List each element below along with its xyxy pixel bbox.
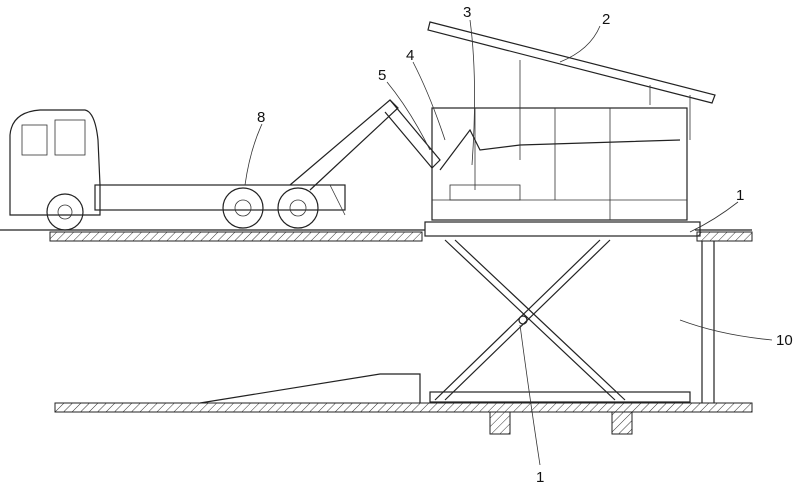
reference-label-1-lower: 1: [536, 469, 544, 486]
cover-panel: [427, 21, 716, 140]
reference-label-8: 8: [257, 109, 265, 126]
pit-floor: [54, 241, 753, 435]
scissor-lift: [424, 221, 701, 403]
reference-label-1-upper: 1: [736, 187, 744, 204]
reference-label-2: 2: [602, 11, 610, 28]
leader-lines: [244, 19, 773, 466]
hook-lift-truck: [9, 99, 441, 231]
container: [431, 60, 688, 221]
reference-label-5: 5: [378, 67, 386, 84]
reference-label-10: 10: [776, 332, 793, 349]
reference-label-4: 4: [406, 47, 414, 64]
reference-label-3: 3: [463, 4, 471, 21]
upper-ground: [0, 229, 753, 242]
